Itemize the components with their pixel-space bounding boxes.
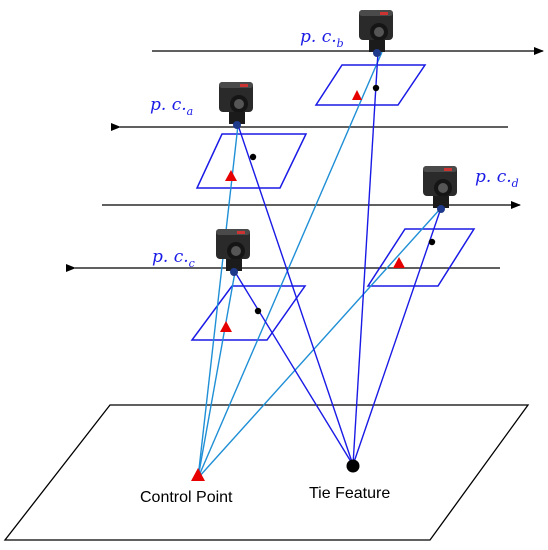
ray-tie-d	[352, 207, 442, 466]
control-observation-b	[352, 90, 362, 100]
ground-plane	[3, 404, 530, 541]
ray-tie-c	[234, 271, 354, 466]
pc-label-a: p. c.a	[150, 95, 193, 118]
camera-icon	[359, 10, 393, 57]
camera-icon	[219, 82, 253, 129]
tie-observation-d	[428, 238, 436, 246]
ray-control-b	[197, 51, 383, 479]
pc-label-b: p. c.b	[300, 27, 344, 50]
control-point-label: Control Point	[140, 489, 233, 506]
control-point-marker	[191, 468, 205, 481]
ray-control-a	[197, 124, 239, 479]
tie-observation-a	[249, 153, 257, 161]
pc-label-d: p. c.d	[475, 167, 519, 190]
image-plane-a	[195, 133, 308, 189]
pc-label-c: p. c.c	[152, 247, 195, 270]
ray-control-d	[197, 207, 442, 479]
tie-feature-label: Tie Feature	[309, 485, 390, 502]
ray-control-c	[197, 271, 236, 479]
tie-observation-c	[254, 307, 262, 315]
camera-icon	[423, 166, 457, 213]
control-observation-a	[225, 170, 237, 181]
tie-feature-marker	[346, 459, 360, 473]
image-plane-b	[314, 64, 427, 106]
ray-tie-b	[352, 51, 379, 466]
tie-observation-b	[372, 84, 380, 92]
control-observation-d	[393, 257, 405, 268]
control-observation-c	[220, 321, 232, 332]
image-plane-d	[366, 228, 476, 287]
ray-tie-a	[237, 124, 354, 466]
